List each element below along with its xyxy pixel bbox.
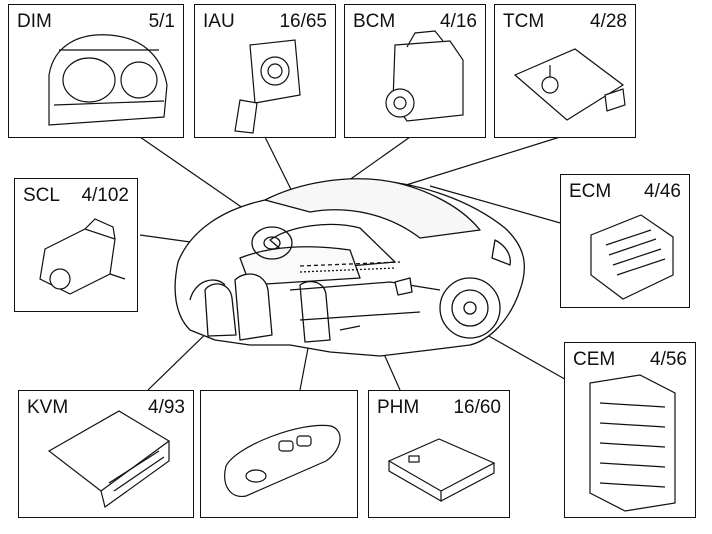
module-panel-cem: CEM 4/56 (564, 342, 696, 518)
module-panel-tcm: TCM 4/28 (494, 4, 636, 138)
immobilizer-antenna-icon (234, 39, 301, 134)
steering-lock-icon (39, 218, 126, 295)
phone-module-icon (387, 438, 496, 503)
module-code: TCM (503, 11, 545, 32)
module-panel-bcm: BCM 4/16 (344, 4, 486, 138)
keyless-vehicle-module-icon (47, 410, 171, 509)
module-reference: 4/28 (590, 11, 627, 32)
module-panel-ecm: ECM 4/46 (560, 174, 690, 308)
module-reference: 5/1 (148, 11, 175, 32)
module-panel-scl: SCL 4/102 (14, 178, 138, 312)
central-electronic-module-icon (589, 374, 676, 512)
module-code: CEM (573, 349, 616, 370)
module-panel-kvm: KVM 4/93 (18, 390, 194, 518)
brake-module-icon (385, 30, 464, 122)
module-reference: 4/56 (650, 349, 687, 370)
module-reference: 4/102 (81, 185, 129, 206)
module-panel-key (200, 390, 358, 518)
module-code: KVM (27, 397, 69, 418)
module-reference: 4/46 (644, 181, 681, 202)
module-panel-phm: PHM 16/60 (368, 390, 510, 518)
module-panel-dim: DIM 5/1 (8, 4, 184, 138)
module-code: BCM (353, 11, 396, 32)
remote-key-fob-icon (224, 424, 341, 497)
module-reference: 16/60 (453, 397, 501, 418)
module-panel-iau: IAU 16/65 (194, 4, 336, 138)
module-code: SCL (23, 185, 60, 206)
module-code: ECM (569, 181, 612, 202)
engine-module-icon (590, 214, 674, 300)
module-reference: 4/16 (440, 11, 477, 32)
module-code: IAU (203, 11, 235, 32)
module-reference: 16/65 (279, 11, 327, 32)
module-code: DIM (17, 11, 52, 32)
module-code: PHM (377, 397, 420, 418)
instrument-cluster-icon (48, 34, 168, 126)
transmission-module-icon (513, 48, 626, 121)
module-reference: 4/93 (148, 397, 185, 418)
